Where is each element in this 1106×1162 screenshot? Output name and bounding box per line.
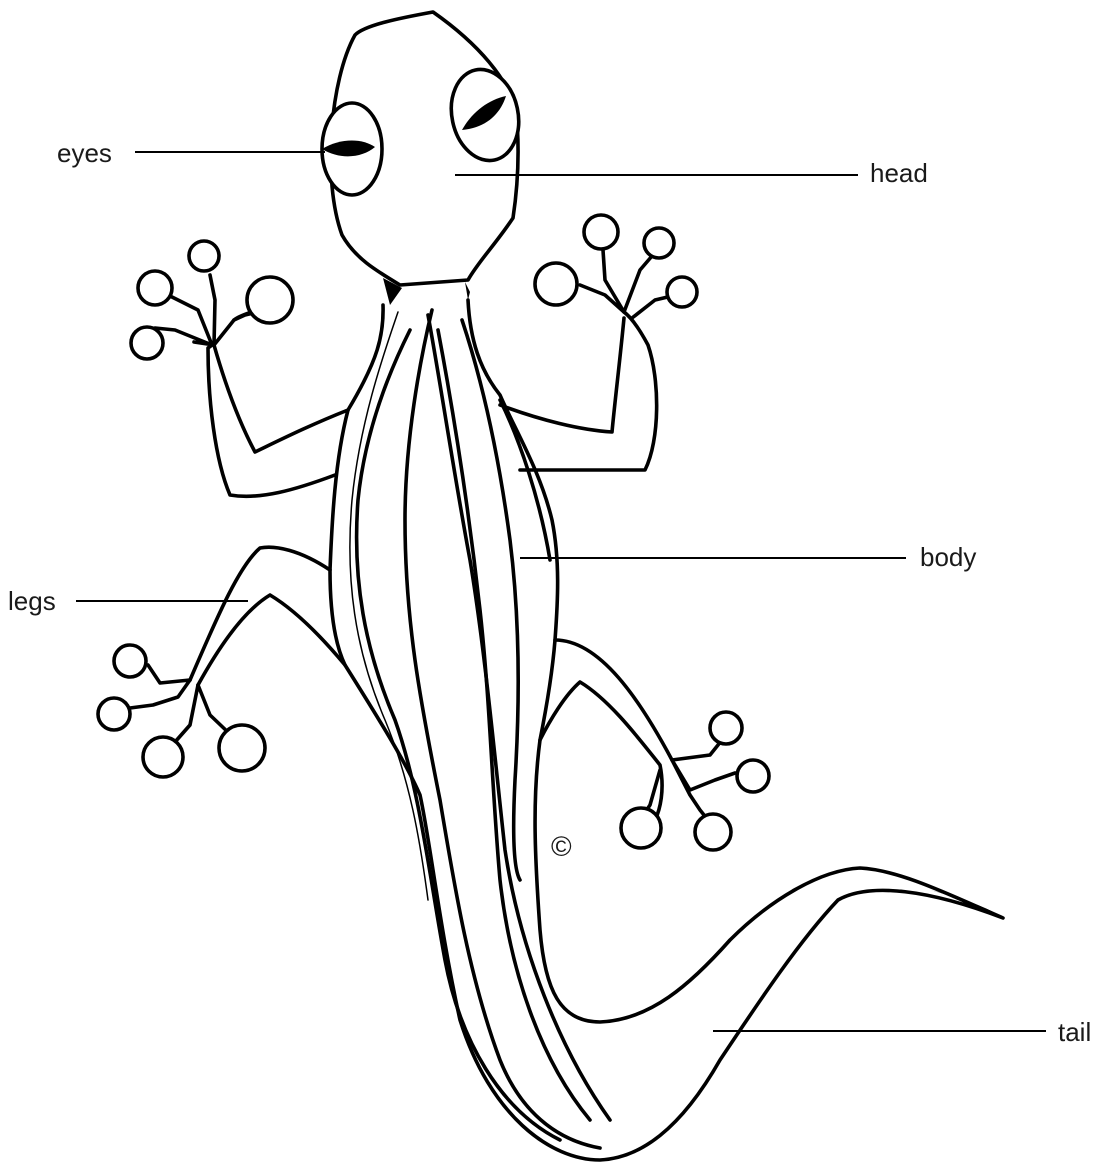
- label-legs: legs: [8, 586, 56, 616]
- label-eyes: eyes: [57, 138, 112, 168]
- copyright-icon: ©: [551, 831, 572, 862]
- label-body: body: [920, 542, 976, 572]
- neck-mark-right: [465, 282, 470, 300]
- label-head: head: [870, 158, 928, 188]
- label-tail: tail: [1058, 1017, 1091, 1047]
